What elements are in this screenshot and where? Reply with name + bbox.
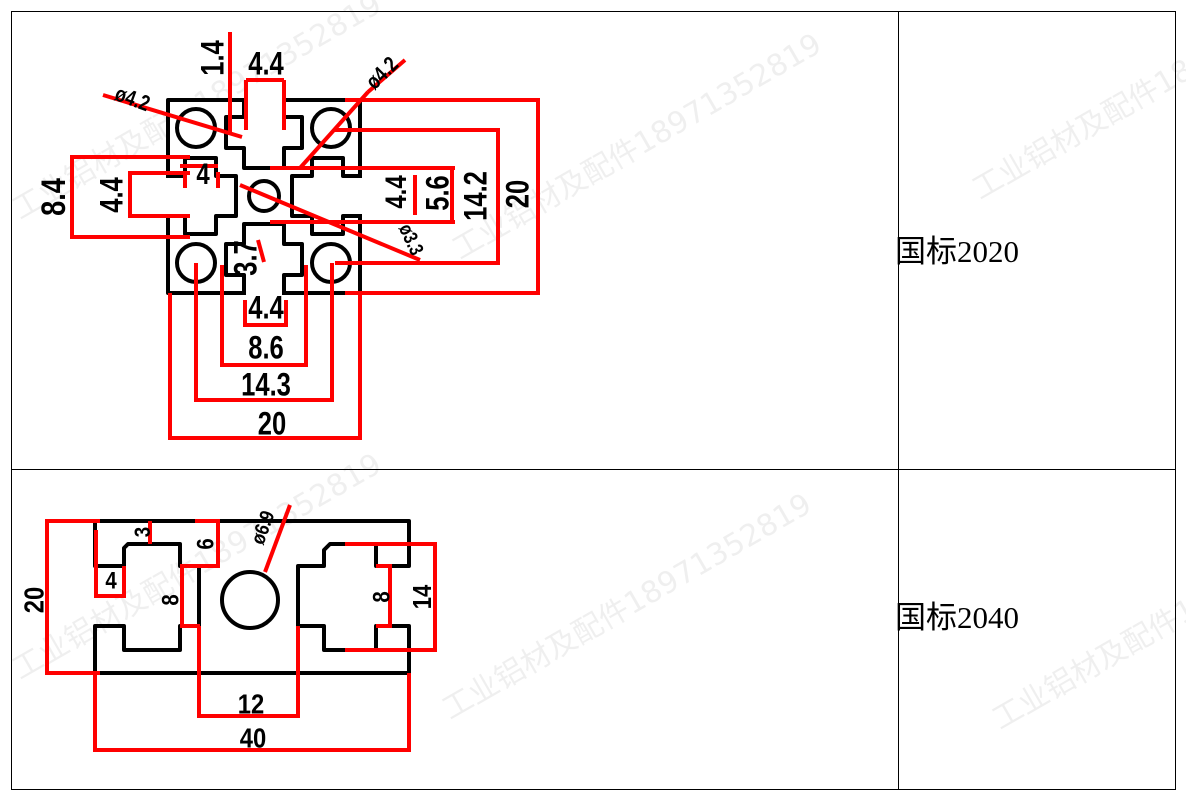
- dim-8-right: 8: [368, 591, 395, 602]
- dim-3-7: 3.7: [229, 240, 264, 276]
- dim-3: 3: [131, 527, 155, 537]
- center-bore: [220, 570, 280, 630]
- dimension-lines: [45, 504, 437, 752]
- dim-4-4-left: 4.4: [95, 177, 130, 213]
- svg-text:工业铝材及配件18971352819: 工业铝材及配件18971352819: [437, 487, 818, 727]
- row-divider: [12, 469, 1175, 470]
- dim-4: 4: [196, 156, 209, 190]
- dim-4-4-top: 4.4: [248, 47, 284, 82]
- dim-20-bottom: 20: [258, 407, 286, 442]
- profile-2020-drawing: 1.4 4.4 ø4.2 ø4.2 8.4 4.4 4 4.4 5.6 14.2…: [34, 32, 540, 442]
- dim-14: 14: [408, 584, 437, 609]
- dim-8-4: 8.4: [34, 178, 73, 216]
- dim-5-6: 5.6: [421, 175, 456, 211]
- dim-dia-4-2-right: ø4.2: [361, 52, 403, 94]
- dim-20: 20: [18, 587, 50, 613]
- dim-1-4: 1.4: [196, 40, 231, 76]
- row-label-2020: 国标2020: [895, 234, 1019, 269]
- dim-40: 40: [240, 722, 266, 754]
- dim-14-3: 14.3: [241, 368, 291, 403]
- dim-6: 6: [192, 538, 219, 549]
- dim-12: 12: [238, 688, 264, 720]
- dim-4-4-right: 4.4: [378, 175, 412, 208]
- profile-table: [11, 11, 1176, 790]
- dim-dia-4-2-left: ø4.2: [112, 82, 153, 117]
- dim-20-right: 20: [501, 180, 536, 208]
- dim-14-2: 14.2: [459, 171, 494, 221]
- svg-text:工业铝材及配件18971352819: 工业铝材及配件18971352819: [967, 0, 1186, 207]
- column-divider: [898, 12, 899, 789]
- dim-8-left: 8: [157, 594, 184, 605]
- dimension-lines: [70, 32, 540, 440]
- dim-8-6: 8.6: [248, 331, 284, 366]
- dim-4-4-bottom: 4.4: [248, 291, 284, 326]
- svg-text:工业铝材及配件18971352819: 工业铝材及配件18971352819: [447, 27, 828, 267]
- row-label-2040: 国标2040: [895, 600, 1019, 635]
- svg-text:工业铝材及配件18971352819: 工业铝材及配件18971352819: [987, 497, 1186, 737]
- dim-4: 4: [105, 567, 117, 594]
